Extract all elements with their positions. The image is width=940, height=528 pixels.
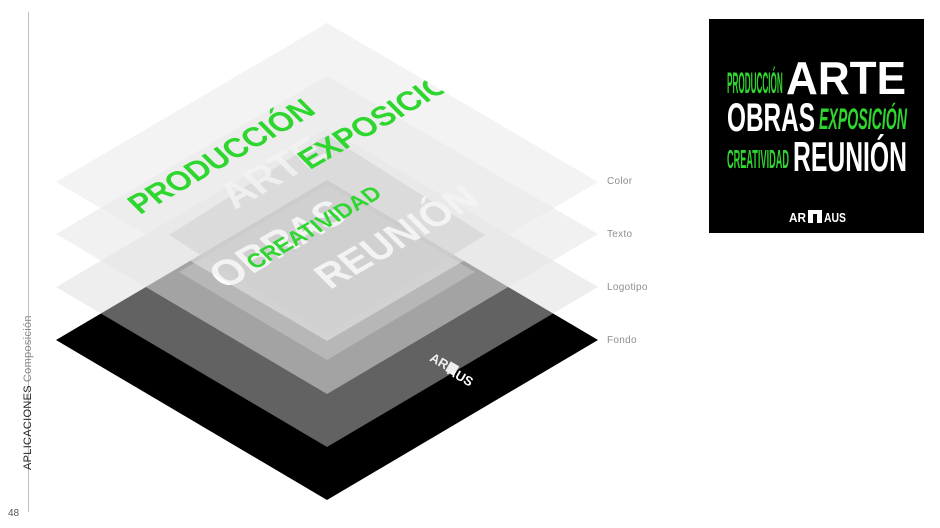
layer-stack-diagram: AR AUS OBRAS REUNIÓN ARTE PRODUCCIÓN EXP…: [56, 23, 598, 500]
poster-logo-right: AUS: [824, 210, 846, 225]
label-fondo: Fondo: [607, 335, 637, 346]
poster-word-reunion: REUNIÓN: [793, 132, 907, 180]
label-logotipo: Logotipo: [607, 282, 648, 293]
base-logo-mark: [445, 361, 460, 376]
label-color: Color: [607, 176, 633, 187]
label-texto: Texto: [607, 229, 633, 240]
layer-color-plane: [56, 23, 598, 341]
poster-artwork: PRODUCCIÓN ARTE OBRAS EXPOSICIÓN CREATIV…: [727, 52, 908, 225]
poster-logo-left: AR: [789, 210, 807, 225]
poster-word-arte: ARTE: [786, 52, 906, 104]
poster-word-produccion: PRODUCCIÓN: [727, 64, 783, 100]
poster-word-creatividad: CREATIVIDAD: [727, 144, 789, 174]
poster-logo: AR AUS: [789, 210, 846, 225]
margin-rule: [28, 12, 29, 512]
page-number: 48: [8, 508, 20, 519]
poster-word-exposicion: EXPOSICIÓN: [819, 102, 908, 136]
composed-poster: PRODUCCIÓN ARTE OBRAS EXPOSICIÓN CREATIV…: [709, 19, 924, 233]
poster-word-obras: OBRAS: [727, 96, 815, 140]
